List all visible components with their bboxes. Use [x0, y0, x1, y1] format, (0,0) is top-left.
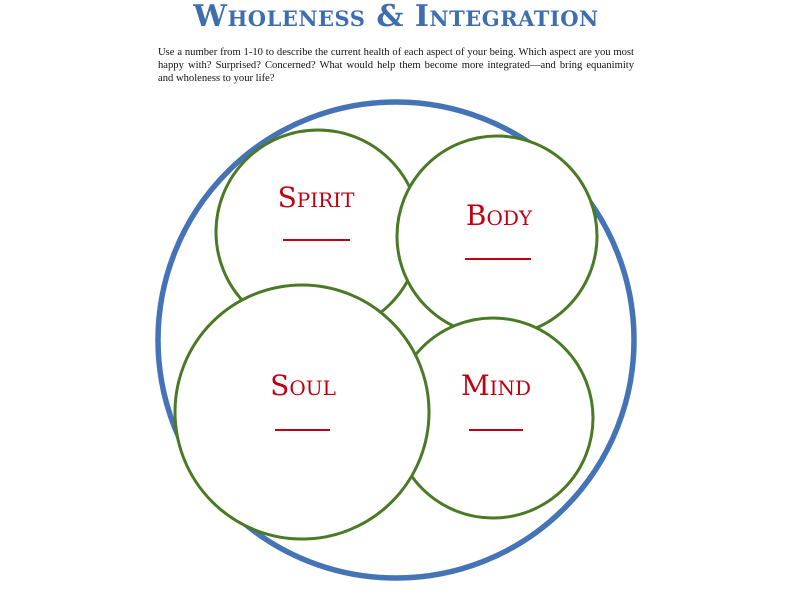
soul-circle	[173, 283, 431, 541]
mind-label: Mind	[461, 369, 531, 402]
instructions-text: Use a number from 1-10 to describe the c…	[158, 47, 634, 84]
soul-label: Soul	[270, 369, 336, 402]
aspect-circles	[173, 128, 599, 541]
outer-wholeness-circle	[155, 99, 637, 581]
page-title: Wholeness & Integration	[193, 0, 599, 34]
body-circle	[395, 134, 599, 338]
spirit-label: Spirit	[278, 181, 355, 214]
body-label: Body	[466, 199, 533, 232]
